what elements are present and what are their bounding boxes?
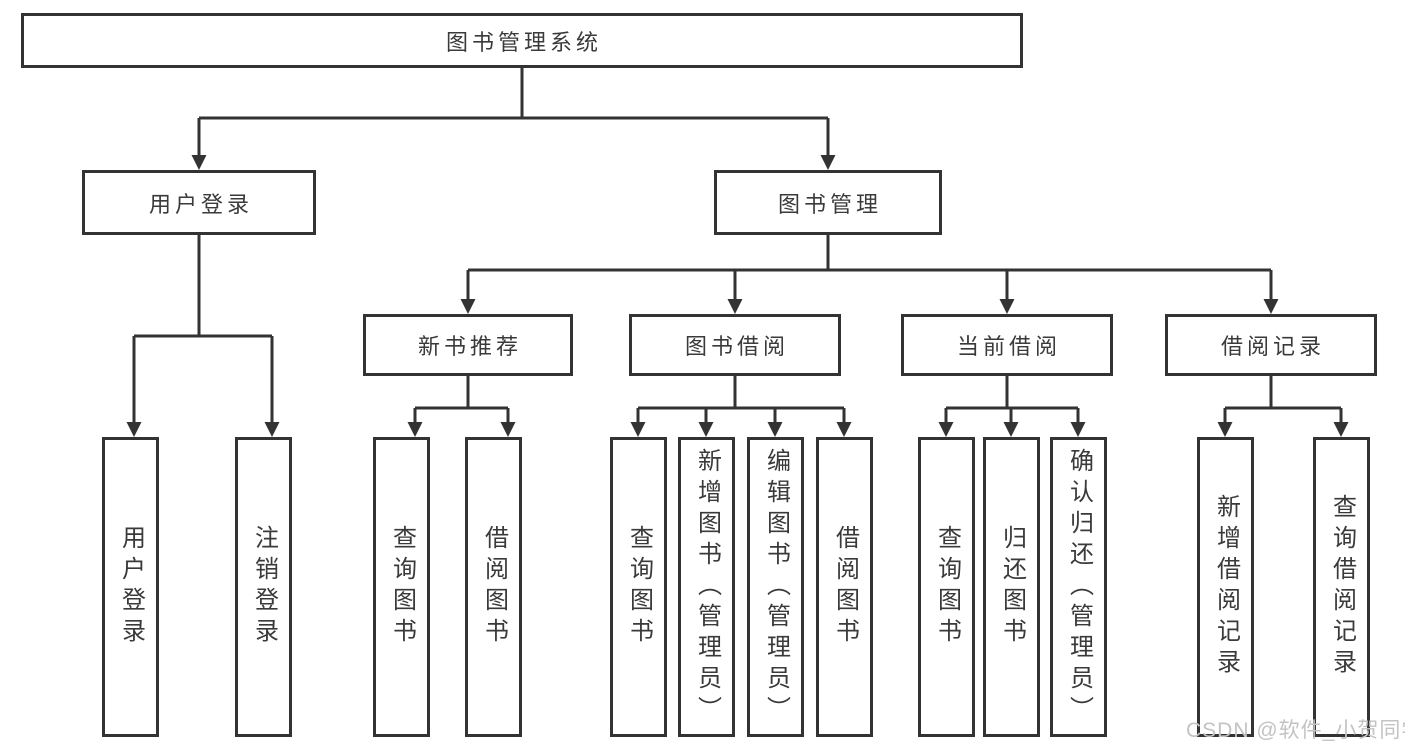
leaf-query-borrow-record: 查询借阅记录 [1313,437,1370,737]
leaf-user-login-label: 用户登录 [117,525,145,649]
leaf-query-books-recommend: 查询图书 [373,437,430,737]
leaf-confirm-return-admin-label: 确认归还（管理员） [1065,447,1093,727]
node-book-borrow: 图书借阅 [629,314,841,376]
leaf-logout: 注销登录 [235,437,292,737]
leaf-borrow-books-recommend: 借阅图书 [465,437,522,737]
node-current-borrow: 当前借阅 [901,314,1113,376]
leaf-query-borrow-record-label: 查询借阅记录 [1328,494,1356,680]
leaf-add-borrow-record: 新增借阅记录 [1197,437,1254,737]
leaf-borrow-books-recommend-label: 借阅图书 [480,525,508,649]
leaf-logout-label: 注销登录 [250,525,278,649]
node-library-system-label: 图书管理系统 [445,29,602,55]
leaf-confirm-return-admin: 确认归还（管理员） [1050,437,1107,737]
node-book-management: 图书管理 [714,170,942,235]
leaf-query-books-borrow-label: 查询图书 [625,525,653,649]
node-user-login-branch: 用户登录 [82,170,316,235]
node-borrow-records: 借阅记录 [1165,314,1377,376]
leaf-query-books-current: 查询图书 [918,437,975,737]
node-book-management-label: 图书管理 [777,191,882,217]
node-new-book-recommend-label: 新书推荐 [417,334,522,359]
leaf-query-books-recommend-label: 查询图书 [388,525,416,649]
node-borrow-records-label: 借阅记录 [1220,334,1325,359]
leaf-add-borrow-record-label: 新增借阅记录 [1212,494,1240,680]
node-book-borrow-label: 图书借阅 [684,334,789,359]
leaf-borrow-books: 借阅图书 [816,437,873,737]
node-current-borrow-label: 当前借阅 [956,334,1061,359]
leaf-user-login: 用户登录 [102,437,159,737]
leaf-return-book: 归还图书 [983,437,1040,737]
leaf-query-books-borrow: 查询图书 [610,437,667,737]
watermark: CSDN @软件_小贺同学 [1186,719,1405,742]
leaf-edit-book-admin: 编辑图书（管理员） [747,437,804,737]
leaf-query-books-current-label: 查询图书 [933,525,961,649]
leaf-add-book-admin: 新增图书（管理员） [678,437,735,737]
leaf-borrow-books-label: 借阅图书 [831,525,859,649]
leaf-return-book-label: 归还图书 [998,525,1026,649]
node-library-system: 图书管理系统 [21,13,1023,68]
arrowhead-icons [126,155,1349,437]
leaf-edit-book-admin-label: 编辑图书（管理员） [762,447,790,727]
node-user-login-branch-label: 用户登录 [148,191,253,217]
node-new-book-recommend: 新书推荐 [363,314,573,376]
leaf-add-book-admin-label: 新增图书（管理员） [693,447,721,727]
